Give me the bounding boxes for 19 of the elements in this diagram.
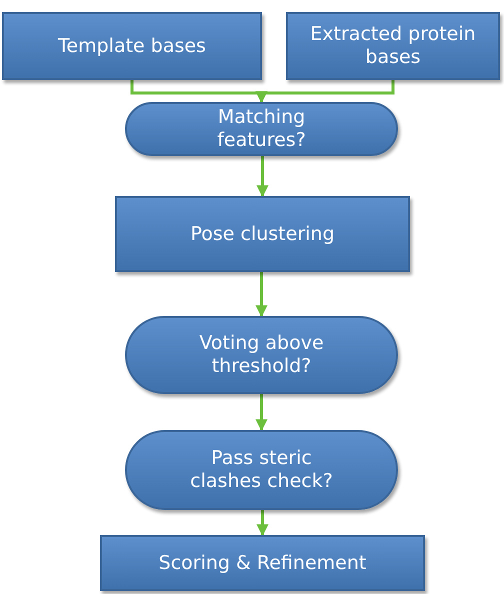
node-label: Pass steric clashes check? (189, 447, 334, 493)
process-box (115, 196, 410, 272)
node-label: Pose clustering (189, 222, 336, 246)
process-box (100, 535, 425, 591)
arrow (256, 510, 268, 536)
decision-pill (125, 430, 398, 510)
node-label: Scoring & Refinement (158, 552, 368, 574)
arrow (256, 394, 268, 432)
node-label: Extracted protein bases (309, 23, 477, 69)
decision-pill (125, 102, 398, 156)
arrow (256, 80, 394, 104)
process-box (2, 12, 262, 80)
arrow (256, 156, 268, 198)
node-label: Voting above threshold? (198, 332, 325, 378)
node-label: Matching features? (216, 106, 307, 152)
node-label: Template bases (57, 34, 207, 58)
process-box (286, 12, 500, 80)
decision-pill (125, 316, 398, 394)
arrow (256, 272, 268, 318)
